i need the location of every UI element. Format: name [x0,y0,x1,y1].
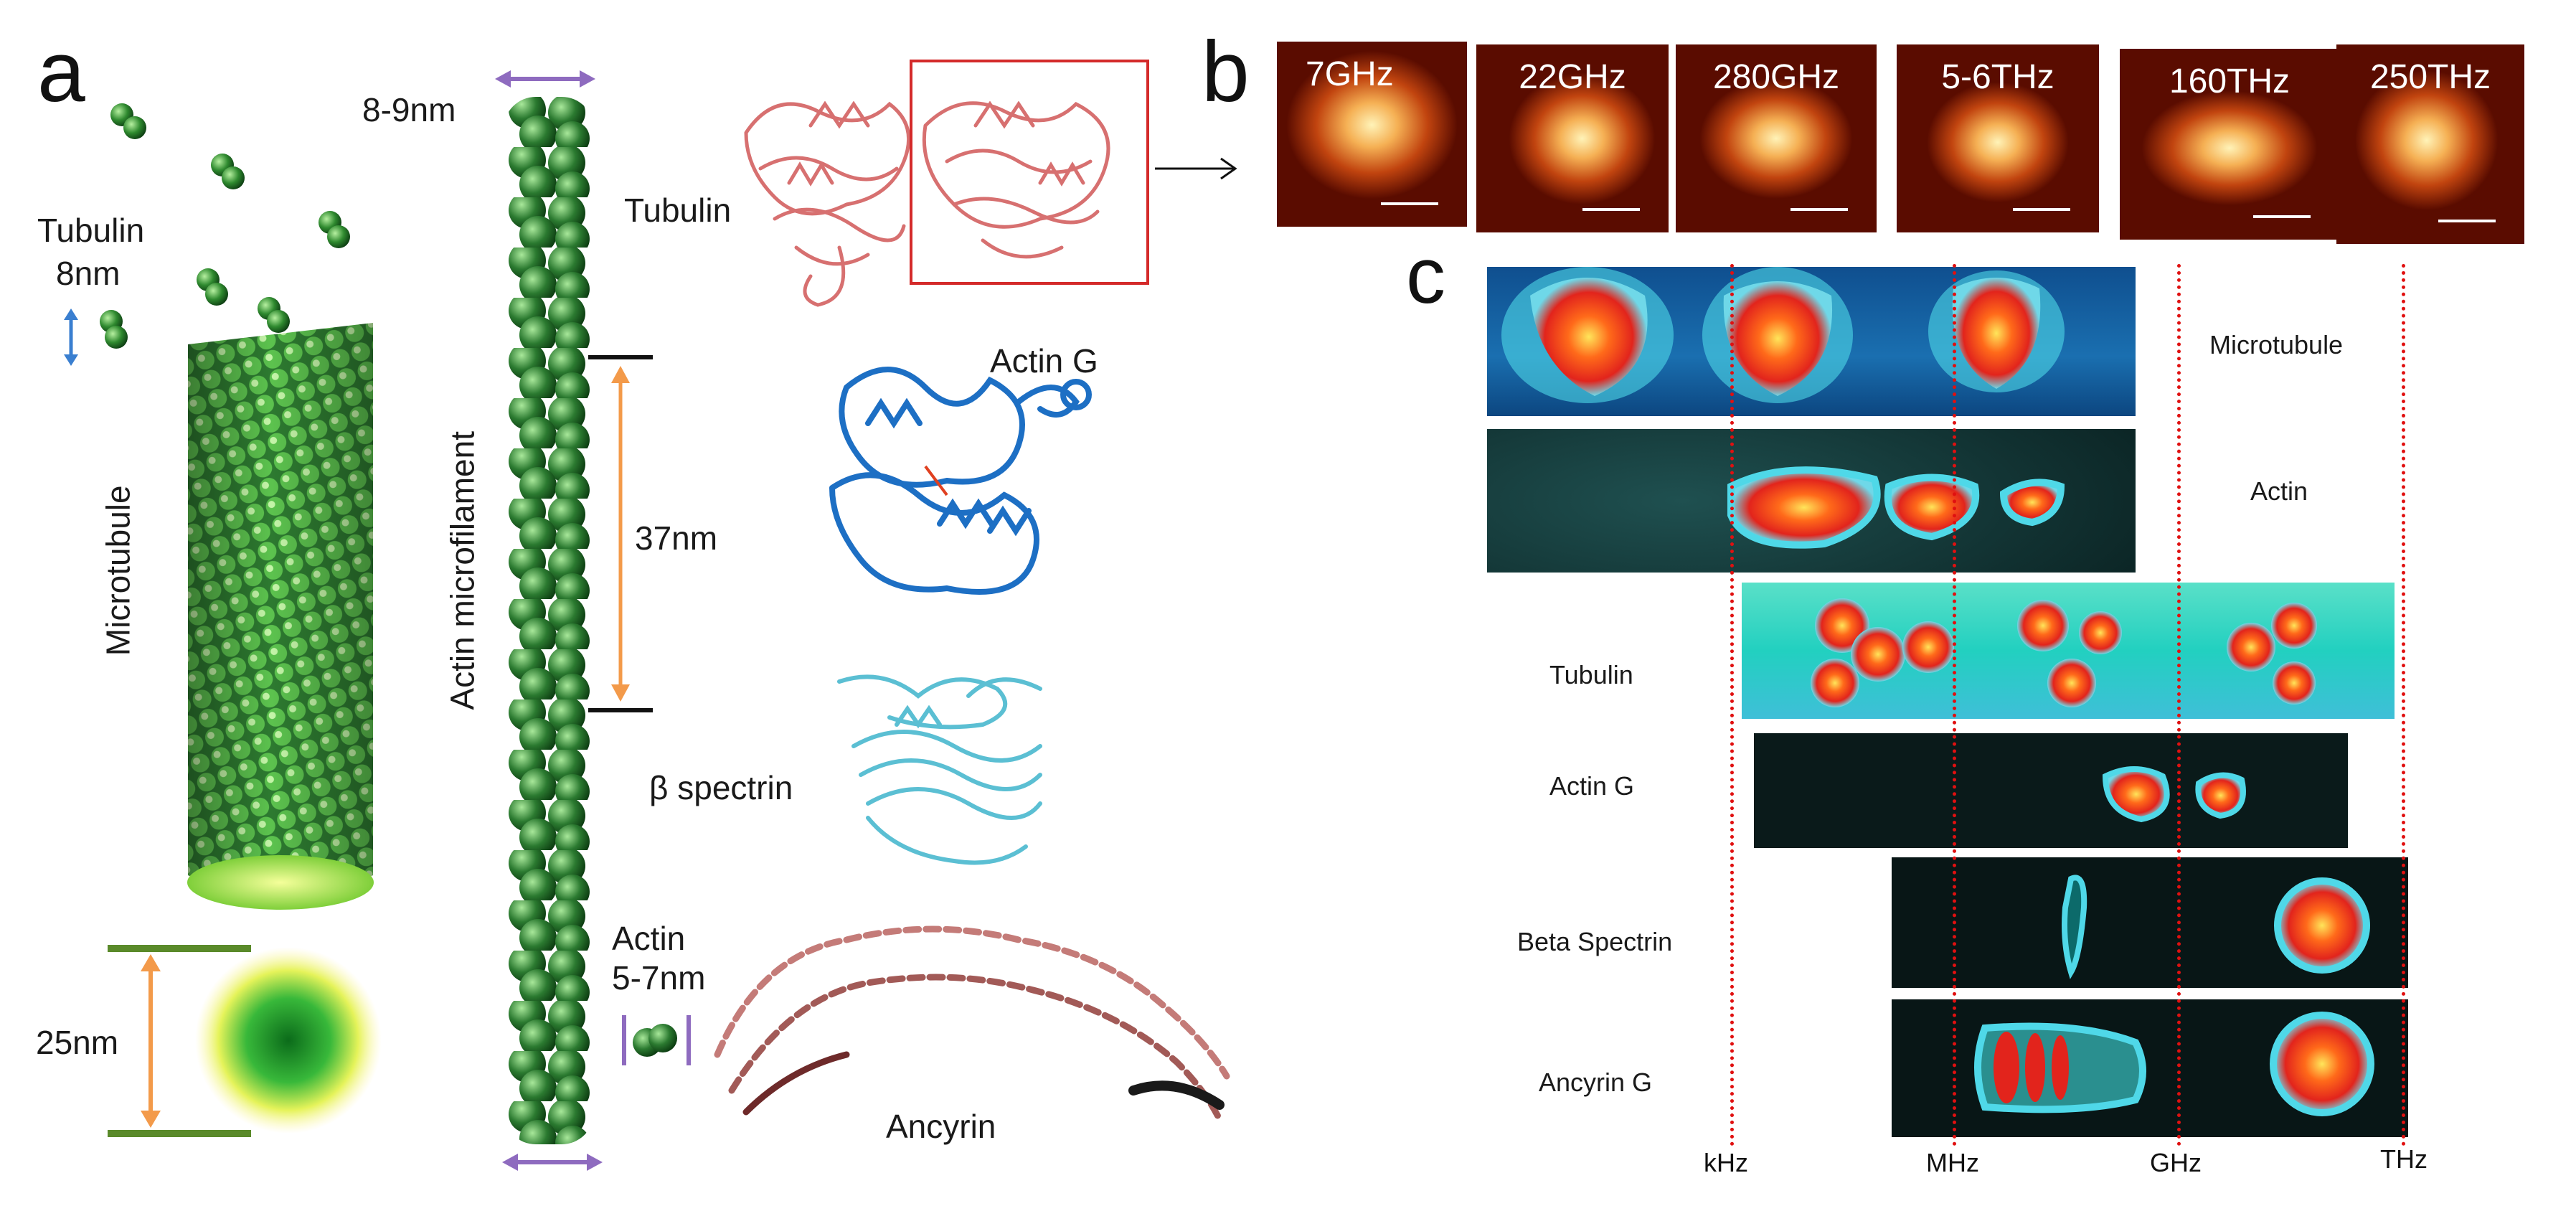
microtubule-label: Microtubule [99,485,137,656]
tubulin-patterns [1811,598,2317,707]
afm-tile-1-freq: 7GHz [1306,55,1394,93]
afm-tile-5: 160THz [2120,49,2339,240]
afm-tile-6: 250THz [2336,44,2524,244]
row-actin-label: Actin [2250,476,2308,506]
panel-c-letter: c [1406,232,1445,320]
marker-khz [1730,264,1734,1146]
actin-g-protein-label: Actin G [990,342,1098,380]
tubulin-dimers-illustration [100,103,350,349]
scale-bar [2013,208,2070,211]
axis-label-mhz: MHz [1926,1148,1979,1177]
afm-tile-2: 22GHz [1476,44,1669,232]
panel-a-letter: a [37,24,85,120]
ancyrin-g-patterns [1974,1012,2374,1116]
zoom-arrow [1155,157,1237,180]
afm-tile-3: 280GHz [1676,44,1877,232]
microtubule-patterns [1501,267,2065,403]
axis-label-thz: THz [2380,1144,2428,1174]
axis-label-khz: kHz [1704,1148,1748,1177]
scale-bar [1582,208,1640,211]
microtubule-diameter-label: 25nm [36,1024,119,1061]
tubulin-protein-model [744,60,1149,307]
actin-monomer-illustration [622,1015,691,1065]
filament-bottom-arrow [502,1154,603,1171]
period-arrow [588,355,653,712]
actin-g-patterns [2102,766,2246,823]
filament-width-arrow [495,70,595,88]
ancyrin-protein-model [714,925,1230,1123]
beta-spectrin-patterns [2062,875,2370,979]
row-microtubule-label: Microtubule [2209,330,2344,359]
beta-spectrin-label: β spectrin [649,769,793,806]
row-tubulin-pattern [1742,583,2395,719]
actin-g-protein-model [829,367,1092,595]
afm-tile-3-freq: 280GHz [1712,58,1840,96]
row-ancyrin-g-pattern [1892,999,2408,1137]
microtubule-illustration [187,323,374,910]
scale-bar [1791,208,1848,211]
period-label: 37nm [635,519,718,557]
microtubule-cross-section [108,945,382,1137]
tubulin-size-arrow [64,308,78,366]
axis-label-ghz: GHz [2150,1148,2202,1177]
afm-tile-1: 7GHz [1277,42,1467,227]
tubulin-label: Tubulin [37,212,145,249]
actin-microfilament-label: Actin microfilament [443,431,481,710]
marker-ghz [2177,264,2181,1146]
actin-label: Actin [612,920,686,957]
ancyrin-label: Ancyrin [886,1108,996,1145]
scale-bar [2438,220,2496,222]
actin-filament-illustration [504,97,594,1144]
panel-b-letter: b [1202,24,1250,120]
tubulin-protein-label: Tubulin [624,192,732,229]
filament-width-label: 8-9nm [362,91,456,128]
row-actin-g-label: Actin G [1549,771,1635,801]
row-beta-spectrin-label: Beta Spectrin [1517,927,1673,956]
afm-tile-5-freq: 160THz [2169,62,2290,100]
actin-size-label: 5-7nm [612,959,706,997]
row-microtubule-pattern [1487,267,2136,416]
beta-spectrin-protein-model [837,674,1042,865]
scale-bar [2253,215,2311,218]
afm-tile-4-freq: 5-6THz [1941,58,2054,96]
tubulin-size-label: 8nm [56,255,121,292]
marker-mhz [1953,264,1956,1146]
row-beta-spectrin-pattern [1892,857,2408,988]
afm-tile-4: 5-6THz [1897,44,2099,232]
actin-patterns [1727,466,2065,549]
scale-bar [1381,202,1438,205]
row-tubulin-label: Tubulin [1549,660,1633,689]
afm-tile-2-freq: 22GHz [1519,58,1626,96]
marker-thz [2402,264,2405,1146]
row-ancyrin-g-label: Ancyrin G [1539,1068,1653,1097]
row-actin-g-pattern [1754,733,2348,848]
row-actin-pattern [1487,429,2136,573]
afm-tile-6-freq: 250THz [2369,58,2491,96]
